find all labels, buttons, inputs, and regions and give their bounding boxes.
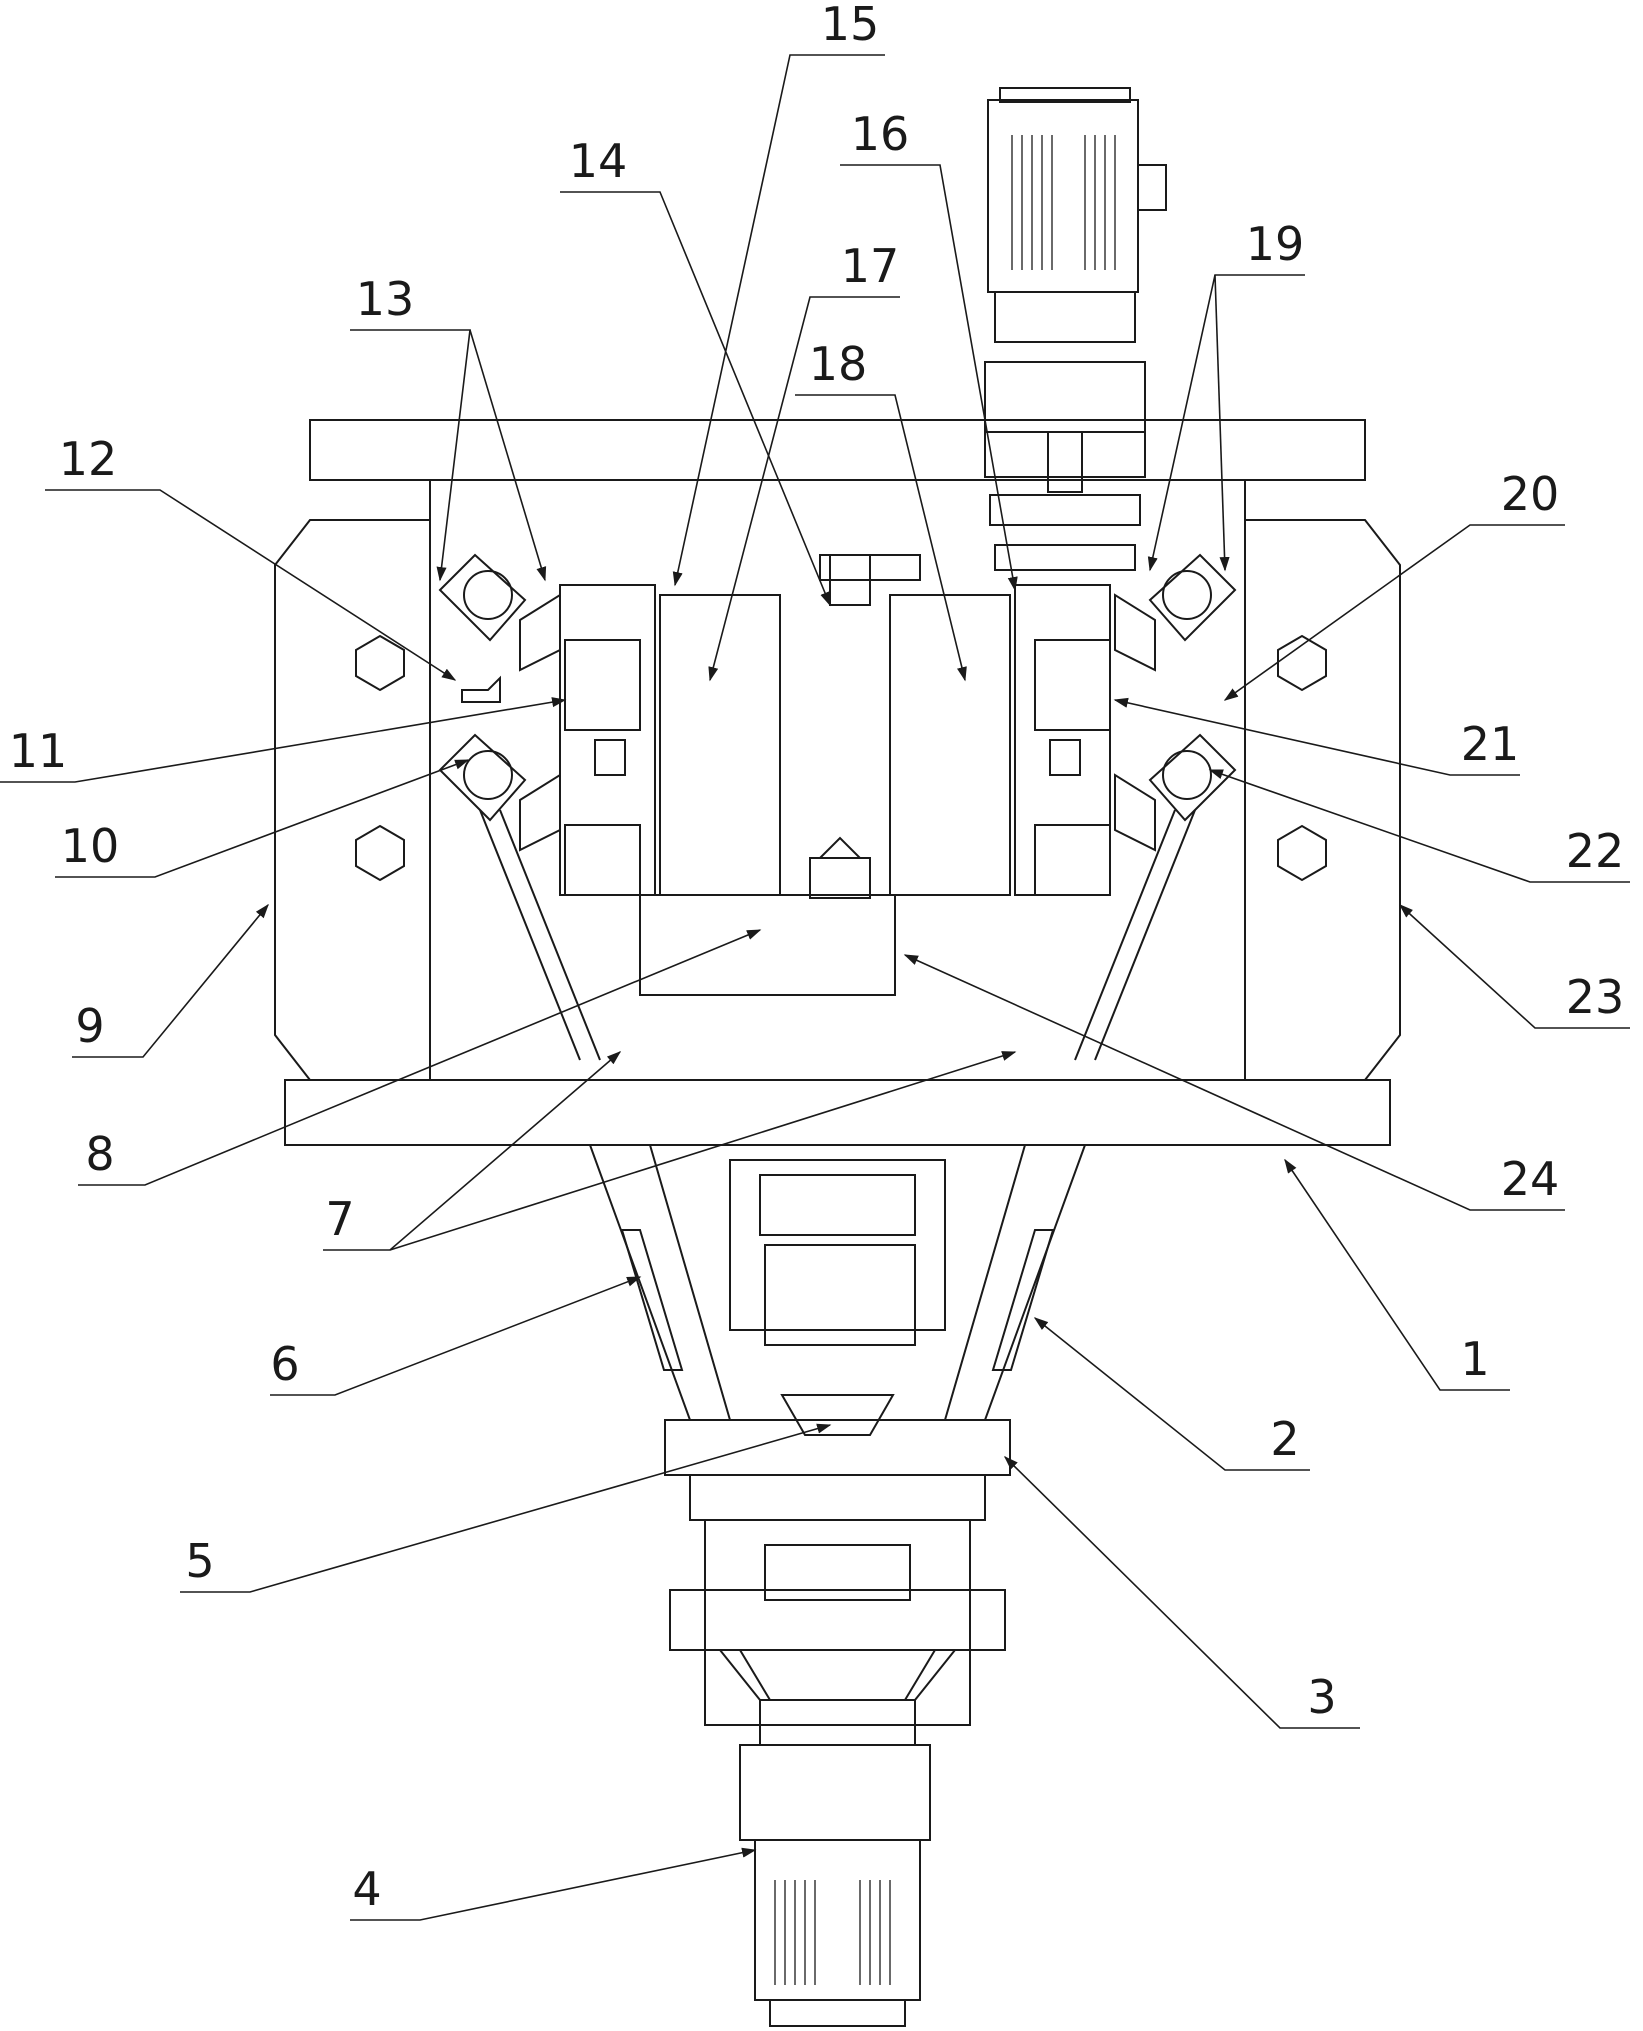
lower-column xyxy=(664,1159,1011,1841)
leader-3 xyxy=(1003,1455,1360,1729)
leader-11 xyxy=(0,697,567,783)
leader-17 xyxy=(708,296,900,682)
callout-21: 21 xyxy=(1461,717,1520,771)
bottom-motor xyxy=(754,1839,921,2027)
main-frame xyxy=(274,419,1401,1081)
leader-5 xyxy=(180,1423,832,1593)
leader-21 xyxy=(1113,697,1520,776)
callout-labels: 1 2 3 4 5 6 7 8 9 10 11 12 13 14 15 16 1… xyxy=(9,0,1625,1916)
callout-leaders xyxy=(0,54,1630,1921)
callout-1: 1 xyxy=(1460,1332,1489,1386)
callout-19: 19 xyxy=(1246,217,1305,271)
leader-10 xyxy=(55,759,470,878)
leader-20 xyxy=(1223,524,1565,701)
callout-6: 6 xyxy=(270,1337,299,1391)
leader-23 xyxy=(1398,904,1630,1029)
top-motor xyxy=(984,87,1167,571)
callout-4: 4 xyxy=(352,1862,381,1916)
callout-13: 13 xyxy=(356,272,415,326)
leader-2 xyxy=(1033,1317,1310,1471)
callout-2: 2 xyxy=(1270,1412,1299,1466)
leader-6 xyxy=(270,1276,642,1396)
leader-16 xyxy=(840,164,1018,592)
callout-9: 9 xyxy=(75,999,104,1053)
callout-8: 8 xyxy=(85,1127,114,1181)
leader-22 xyxy=(1208,769,1630,883)
callout-16: 16 xyxy=(851,107,910,161)
leader-18 xyxy=(795,394,967,682)
callout-15: 15 xyxy=(821,0,880,51)
leader-15 xyxy=(672,54,885,587)
callout-22: 22 xyxy=(1566,824,1625,878)
base-plate xyxy=(284,1079,1391,1146)
leader-1 xyxy=(1284,1158,1510,1391)
callout-5: 5 xyxy=(185,1534,214,1588)
callout-11: 11 xyxy=(9,724,68,778)
leader-24 xyxy=(903,954,1565,1211)
leader-13a xyxy=(350,329,471,582)
callout-20: 20 xyxy=(1501,467,1560,521)
leader-7a xyxy=(323,1051,622,1251)
callout-3: 3 xyxy=(1307,1670,1336,1724)
callout-14: 14 xyxy=(569,134,628,188)
leader-13b xyxy=(469,329,547,582)
callout-7: 7 xyxy=(325,1192,354,1246)
callout-23: 23 xyxy=(1566,970,1625,1024)
leader-9 xyxy=(72,903,269,1058)
callout-24: 24 xyxy=(1501,1152,1560,1206)
lower-trusses xyxy=(588,1144,1087,1421)
leader-12 xyxy=(45,489,457,681)
callout-17: 17 xyxy=(841,239,900,293)
leader-4 xyxy=(350,1847,757,1921)
callout-12: 12 xyxy=(59,432,118,486)
leader-19a xyxy=(1147,274,1305,572)
centre-module xyxy=(461,554,1111,996)
leader-19b xyxy=(1214,274,1230,572)
leader-14 xyxy=(560,191,831,607)
right-clamps xyxy=(1074,553,1237,1061)
leader-8 xyxy=(78,929,762,1186)
left-clamps xyxy=(438,553,601,1061)
callout-10: 10 xyxy=(61,819,120,873)
callout-18: 18 xyxy=(809,337,868,391)
leader-7b xyxy=(389,1051,1017,1251)
